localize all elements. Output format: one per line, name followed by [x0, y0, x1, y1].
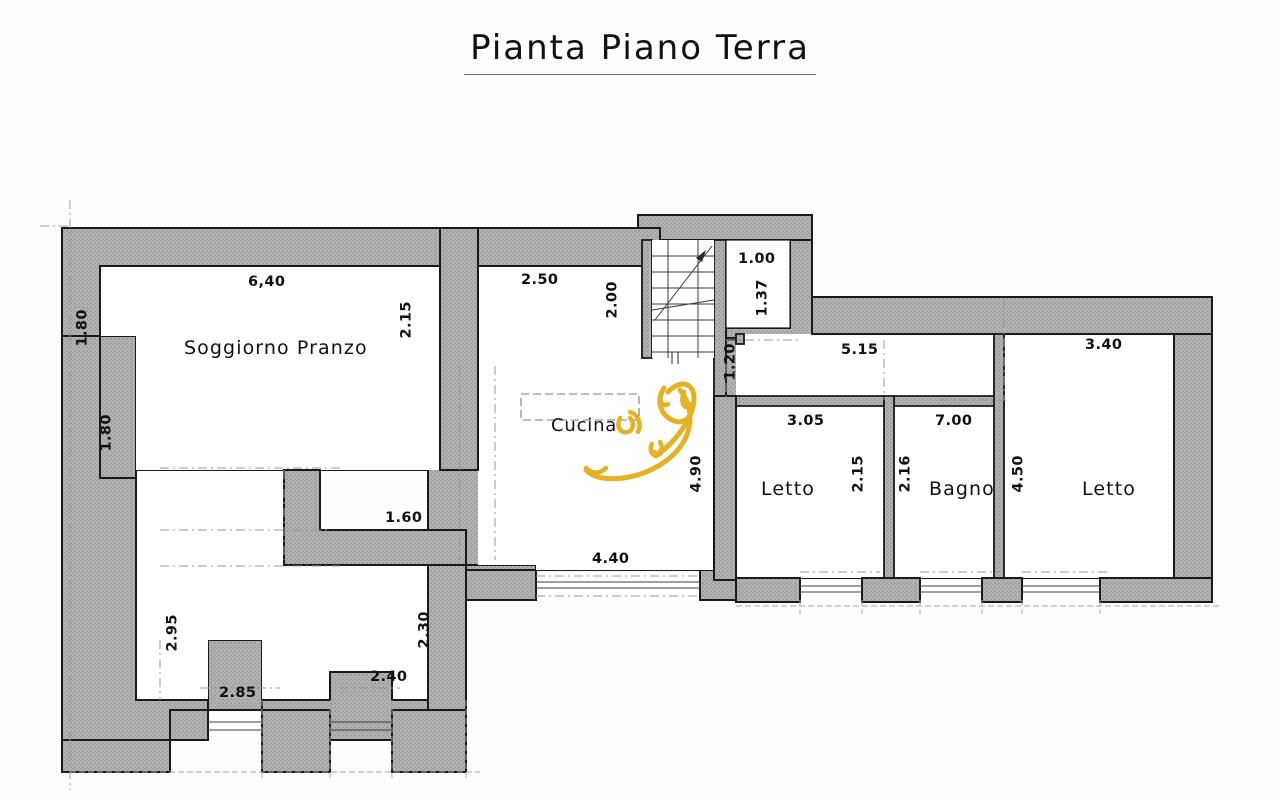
handwritten-yellow-annotation — [583, 381, 697, 482]
interior-fields-left — [100, 266, 466, 700]
dimension-label: 4.90 — [688, 455, 705, 493]
room-label-bagno: Bagno — [929, 478, 995, 500]
room-label-letto-right: Letto — [1082, 478, 1136, 500]
room-label-cucina: Cucina — [551, 415, 618, 436]
dimension-label: 3.05 — [787, 413, 825, 429]
walls-right-wing-overdraw — [713, 296, 1213, 603]
page-title-container: Pianta Piano Terra — [0, 28, 1280, 75]
dimension-label: 1.80 — [74, 309, 91, 347]
small-room-interior — [725, 239, 791, 329]
dimension-label: 2.15 — [850, 455, 867, 493]
dimension-label: 2.15 — [398, 301, 415, 339]
dimension-label: 5.15 — [841, 342, 879, 358]
walls-left-wing-outline — [61, 227, 537, 773]
wall-openings — [208, 581, 1100, 731]
dimension-guides — [40, 200, 1220, 790]
dimension-label: 4.40 — [592, 551, 630, 567]
dimension-label: 1.80 — [98, 414, 115, 452]
room-label-letto-left: Letto — [761, 478, 815, 500]
dimension-label: 2.00 — [604, 281, 621, 319]
dimension-label: 2.30 — [416, 611, 433, 649]
dimension-label: 2.85 — [219, 685, 257, 701]
staircase — [651, 240, 715, 364]
dimension-label: 1.20 — [722, 343, 739, 381]
page-title: Pianta Piano Terra — [464, 28, 816, 75]
dimension-label: 2.95 — [164, 614, 181, 652]
dimension-label: 3.40 — [1085, 337, 1123, 353]
dimension-label: 7.00 — [935, 413, 973, 429]
dimension-label: 6,40 — [248, 274, 286, 290]
dimension-label: 2.50 — [521, 272, 559, 288]
dimension-label: 4.50 — [1010, 455, 1027, 493]
dimension-label: 2.16 — [897, 455, 914, 493]
dimension-label: 1.37 — [754, 279, 771, 317]
interior-fields-right — [736, 334, 1174, 578]
dimension-label: 1.60 — [385, 510, 423, 526]
room-label-soggiorno-pranzo: Soggiorno Pranzo — [184, 337, 368, 359]
dimension-label: 1.00 — [738, 251, 776, 267]
dimension-label: 2.40 — [370, 669, 408, 685]
